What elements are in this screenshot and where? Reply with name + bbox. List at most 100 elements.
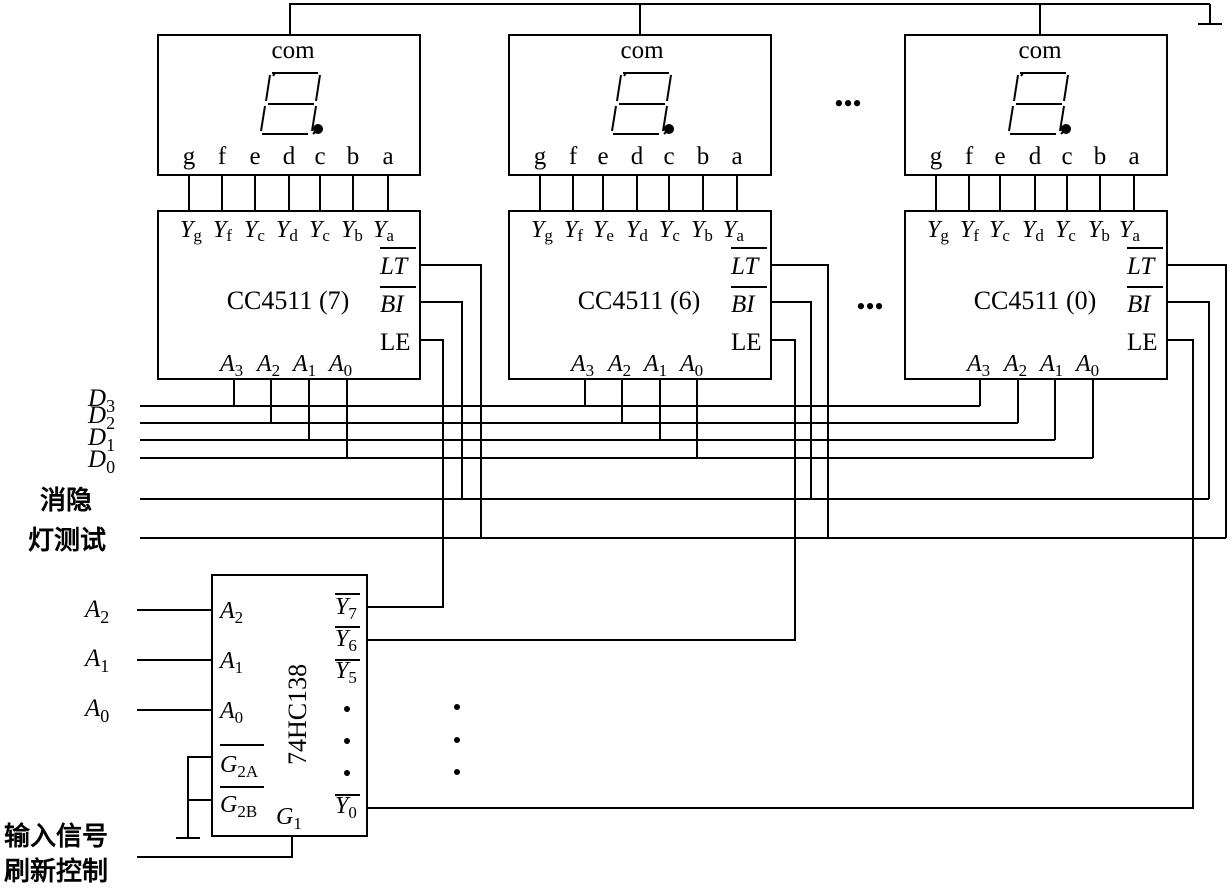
svg-text:A0: A0 <box>218 698 243 727</box>
svg-text:Yd: Yd <box>276 217 298 245</box>
decoder-input-labels: A3 A2 A1 A0 <box>218 351 352 380</box>
blanking-line <box>140 301 1210 500</box>
decoder-name: CC4511 (0) <box>974 286 1097 315</box>
svg-text:a: a <box>382 143 393 170</box>
svg-text:e: e <box>994 143 1005 170</box>
refresh-label-line2: 刷新控制 <box>4 856 108 887</box>
svg-text:a: a <box>731 143 742 170</box>
svg-text:A2: A2 <box>606 351 631 380</box>
le-pin-label: LE <box>1127 329 1158 356</box>
seven-seg-display-6 <box>508 34 772 176</box>
decoder-name: CC4511 (6) <box>578 286 701 315</box>
svg-text:Yg: Yg <box>180 217 202 245</box>
svg-text:Yd: Yd <box>626 217 648 245</box>
svg-text:b: b <box>697 143 710 170</box>
segment-wires <box>935 175 1135 211</box>
le-pin-label: LE <box>380 329 411 356</box>
svg-text:A0: A0 <box>83 695 109 726</box>
segment-wires <box>539 175 738 211</box>
svg-text:Yg: Yg <box>927 217 949 245</box>
bcd-data-bus <box>140 379 1094 459</box>
svg-text:Y0: Y0 <box>335 793 357 822</box>
svg-text:e: e <box>249 143 260 170</box>
lt-pin-label: LT <box>379 253 409 280</box>
decoder138-output-ellipsis <box>344 704 460 776</box>
decoder138-output-labels: Y7 Y6 Y5 Y0 <box>335 594 357 822</box>
svg-text:A0: A0 <box>678 351 703 380</box>
svg-text:a: a <box>1128 143 1139 170</box>
svg-text:Yc: Yc <box>309 217 330 245</box>
svg-text:Y5: Y5 <box>335 658 357 687</box>
address-inputs <box>137 609 212 711</box>
svg-text:g: g <box>534 143 547 170</box>
svg-text:G2B: G2B <box>220 792 257 821</box>
latch-enable-wires <box>367 339 1194 809</box>
enable-ground <box>176 756 212 839</box>
decoder-input-labels: A3 A2 A1 A0 <box>965 351 1099 380</box>
svg-text:Yb: Yb <box>691 217 713 245</box>
lt-pin-label: LT <box>730 253 760 280</box>
segment-wires <box>188 175 389 211</box>
svg-text:e: e <box>597 143 608 170</box>
output-overbars <box>335 593 360 796</box>
svg-text:Yf: Yf <box>213 217 232 245</box>
decoder-name: CC4511 (7) <box>227 286 350 315</box>
bi-pin-label: BI <box>1127 291 1152 318</box>
svg-text:D1: D1 <box>87 424 115 455</box>
decoder138-input-labels: A2 A1 A0 G2A G2B G1 <box>218 598 302 833</box>
svg-text:Ya: Ya <box>373 217 394 245</box>
display-unit-7: com g f e d c b a Yg Yf Yc Yd Yc Yb <box>157 34 421 380</box>
svg-text:A3: A3 <box>965 351 990 380</box>
com-label: com <box>620 37 664 64</box>
cc4511-decoder-0 <box>904 210 1168 380</box>
svg-text:f: f <box>218 143 227 170</box>
decoder-input-labels: A3 A2 A1 A0 <box>569 351 703 380</box>
svg-text:Yb: Yb <box>341 217 363 245</box>
svg-text:d: d <box>631 143 644 170</box>
com-label: com <box>1018 37 1062 64</box>
svg-text:A2: A2 <box>83 596 109 627</box>
cc4511-decoder-6 <box>508 210 772 380</box>
svg-text:A0: A0 <box>327 351 352 380</box>
seven-segment-digit-icon <box>260 72 323 135</box>
refresh-label-line1: 输入信号 <box>4 821 108 852</box>
svg-text:c: c <box>314 143 325 170</box>
svg-text:Y7: Y7 <box>335 594 357 623</box>
svg-text:A1: A1 <box>291 351 316 380</box>
svg-text:G2A: G2A <box>220 752 259 781</box>
svg-text:Yg: Yg <box>531 217 553 245</box>
continuation-mark-displays: ••• <box>834 89 861 118</box>
svg-text:g: g <box>183 143 196 170</box>
svg-text:G1: G1 <box>276 804 302 833</box>
svg-text:Ya: Ya <box>723 217 744 245</box>
svg-text:b: b <box>1094 143 1107 170</box>
svg-text:Yc: Yc <box>244 217 265 245</box>
svg-text:c: c <box>1061 143 1072 170</box>
lamp-test-line <box>140 264 1227 539</box>
refresh-control-line <box>137 836 293 858</box>
svg-text:A2: A2 <box>255 351 280 380</box>
decoder-74hc138-name: 74HC138 <box>283 664 312 765</box>
svg-text:Yc: Yc <box>989 217 1010 245</box>
bi-pin-label: BI <box>731 291 756 318</box>
svg-text:D0: D0 <box>87 446 115 477</box>
display-unit-0: com g f e d c b a Yg Yf Yc Yd Yc Yb <box>904 34 1168 380</box>
decoder-output-labels: Yg Yf Yc Yd Yc Yb Ya <box>180 217 394 245</box>
svg-text:b: b <box>347 143 360 170</box>
svg-text:Y6: Y6 <box>335 626 357 655</box>
address-labels: A2 A1 A0 <box>83 596 109 726</box>
decoder-output-labels: Yg Yf Ye Yd Yc Yb Ya <box>531 217 744 245</box>
svg-text:Yf: Yf <box>960 217 979 245</box>
svg-text:D2: D2 <box>87 402 115 433</box>
svg-text:d: d <box>283 143 296 170</box>
segment-pin-labels: g f e d c b a <box>534 143 743 170</box>
svg-text:c: c <box>663 143 674 170</box>
le-pin-label: LE <box>731 329 762 356</box>
seven-segment-digit-icon <box>611 72 674 135</box>
svg-text:D3: D3 <box>87 385 115 416</box>
svg-text:Yc: Yc <box>1055 217 1076 245</box>
svg-text:A3: A3 <box>569 351 594 380</box>
svg-text:A0: A0 <box>1074 351 1099 380</box>
com-bus <box>289 3 1222 35</box>
